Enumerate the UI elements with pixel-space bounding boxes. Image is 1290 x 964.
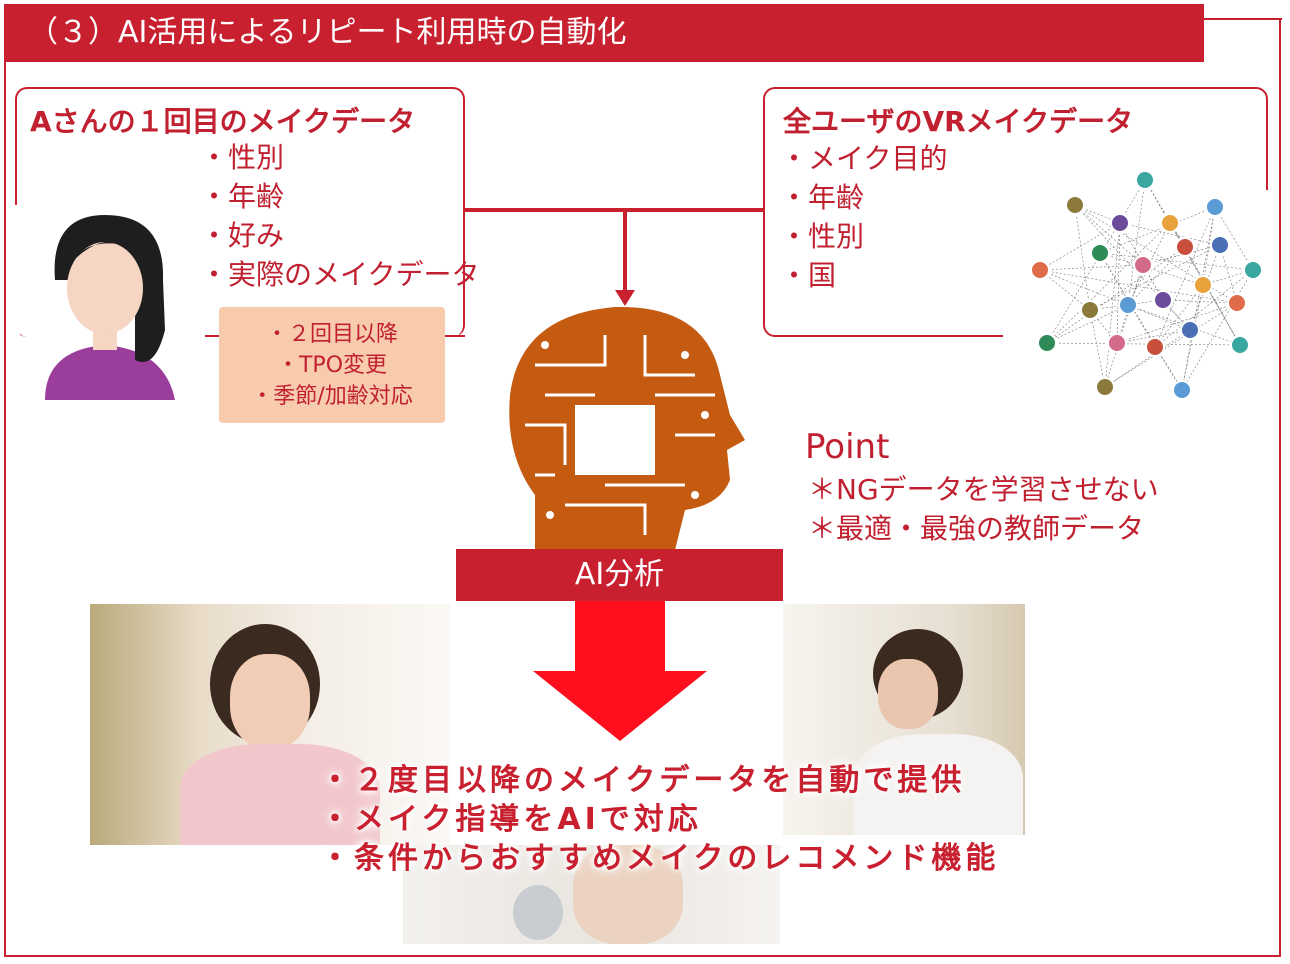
network-link xyxy=(1046,342,1241,346)
result-item: ・２度目以降のメイクデータを自動で提供 xyxy=(320,763,966,798)
network-link xyxy=(1127,179,1146,306)
user-node-icon xyxy=(1153,290,1173,310)
network-link xyxy=(1089,309,1118,344)
slide-title: （３）AI活用によるリピート利用時の自動化 xyxy=(4,4,1204,62)
network-link xyxy=(1039,269,1091,311)
network-link xyxy=(1039,269,1191,331)
woman-lipstick-photo xyxy=(783,604,1025,835)
list-item: ・TPO変更 xyxy=(276,353,388,378)
woman-avatar-icon xyxy=(45,215,175,400)
list-item: ・性別 xyxy=(200,141,285,174)
all-users-title: 全ユーザのVRメイクデータ xyxy=(783,105,1134,138)
user-node-icon xyxy=(1210,235,1230,255)
network-link xyxy=(1181,206,1216,391)
box-gap xyxy=(12,205,20,345)
network-link xyxy=(1039,269,1238,304)
network-link xyxy=(1116,222,1121,344)
network-link xyxy=(1089,309,1106,388)
network-link xyxy=(1046,304,1129,344)
ai-circuit-head-icon xyxy=(509,306,745,550)
user-node-icon xyxy=(1172,380,1192,400)
user-node-icon xyxy=(1090,243,1110,263)
list-item: ・好み xyxy=(200,219,285,252)
network-link xyxy=(1046,246,1186,344)
connector-line xyxy=(465,208,763,212)
user-node-icon xyxy=(1243,260,1263,280)
user-node-icon xyxy=(1133,255,1153,275)
slide-frame xyxy=(4,18,1281,957)
list-item: ・年齢 xyxy=(780,181,865,214)
network-link xyxy=(1074,204,1191,331)
user-node-icon xyxy=(1145,337,1165,357)
user-node-icon xyxy=(1110,213,1130,233)
user-network-icon xyxy=(1030,170,1263,400)
network-link xyxy=(1099,206,1216,254)
point-title: Point xyxy=(805,427,890,467)
network-link xyxy=(1127,246,1186,306)
list-item: ＊NGデータを学習させない xyxy=(808,473,1159,506)
result-item: ・条件からおすすめメイクのレコメンド機能 xyxy=(320,841,1000,876)
network-link xyxy=(1104,329,1191,388)
network-link xyxy=(1181,269,1254,391)
user-node-icon xyxy=(1118,295,1138,315)
user-node-icon xyxy=(1227,293,1247,313)
list-item: ・２回目以降 xyxy=(265,322,398,347)
big-arrow-down-icon xyxy=(533,601,707,741)
user-node-icon xyxy=(1107,333,1127,353)
network-link xyxy=(1154,206,1216,348)
user-node-icon xyxy=(1160,213,1180,233)
a-san-list: ・性別 ・年齢 ・好み ・実際のメイクデータ xyxy=(200,138,479,294)
connector-line xyxy=(623,210,627,295)
user-node-icon xyxy=(1205,197,1225,217)
network-link xyxy=(1154,269,1254,348)
user-node-icon xyxy=(1230,335,1250,355)
a-san-title: Aさんの１回目のメイクデータ xyxy=(30,105,416,138)
arrow-down-icon xyxy=(615,290,635,306)
network-link xyxy=(1127,222,1171,306)
network-link xyxy=(1074,204,1144,266)
list-item: ・国 xyxy=(780,259,837,292)
network-link xyxy=(1119,222,1221,246)
network-link xyxy=(1104,222,1121,388)
list-item: ・季節/加齢対応 xyxy=(251,384,413,409)
user-node-icon xyxy=(1180,320,1200,340)
network-link xyxy=(1099,252,1254,271)
network-link xyxy=(1039,264,1144,271)
network-link xyxy=(1202,206,1216,286)
network-link xyxy=(1142,244,1221,266)
user-node-icon xyxy=(1037,333,1057,353)
all-users-list: ・メイク目的 ・年齢 ・性別 ・国 xyxy=(780,139,947,295)
network-link xyxy=(1074,204,1091,311)
network-link xyxy=(1116,302,1238,344)
ai-analysis-label: AI分析 xyxy=(456,549,783,601)
list-item: ・年齢 xyxy=(200,180,285,213)
user-node-icon xyxy=(1080,300,1100,320)
network-link xyxy=(1154,284,1204,348)
network-link xyxy=(1089,244,1221,311)
network-link xyxy=(1039,222,1121,271)
list-item: ＊最適・最強の教師データ xyxy=(808,512,1145,545)
woman-smartphone-photo xyxy=(90,604,450,845)
user-node-icon xyxy=(1095,377,1115,397)
user-node-icon xyxy=(1175,237,1195,257)
user-node-icon xyxy=(1065,195,1085,215)
frame-line xyxy=(1204,18,1282,20)
woman-mirror-photo xyxy=(403,845,780,944)
list-item: ・メイク目的 xyxy=(780,142,948,175)
user-node-icon xyxy=(1193,275,1213,295)
result-item: ・メイク指導をAIで対応 xyxy=(320,802,702,837)
repeat-conditions-box: ・２回目以降 ・TPO変更 ・季節/加齢対応 xyxy=(219,307,445,423)
network-link xyxy=(1099,252,1183,391)
point-list: ＊NGデータを学習させない ＊最適・最強の教師データ xyxy=(808,470,1159,548)
network-link xyxy=(1184,246,1241,346)
network-link xyxy=(1116,329,1191,344)
user-node-icon xyxy=(1135,170,1155,190)
list-item: ・性別 xyxy=(780,220,865,253)
network-link xyxy=(1214,206,1254,271)
user-node-icon xyxy=(1030,260,1050,280)
network-link xyxy=(1046,222,1171,344)
network-link xyxy=(1104,264,1144,388)
list-item: ・実際のメイクデータ xyxy=(200,258,480,291)
